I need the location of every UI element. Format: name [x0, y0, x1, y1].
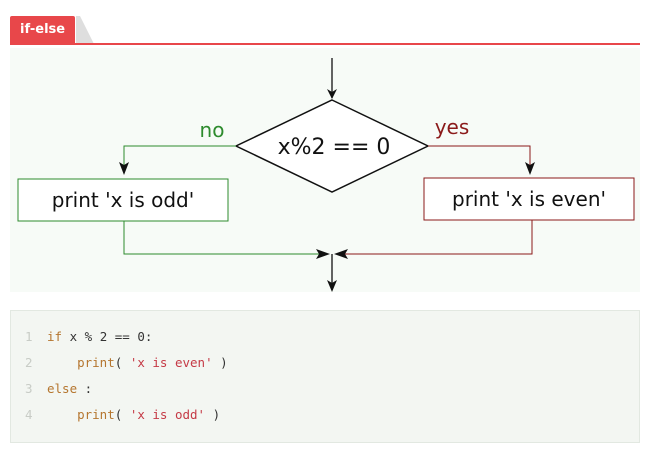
code-text: else :	[47, 379, 92, 399]
function-token: print	[77, 407, 115, 422]
even-merge-arrowhead	[334, 249, 348, 259]
tab-fold-decoration	[76, 16, 94, 44]
branch-yes-label: yes	[435, 115, 470, 139]
string-token: 'x is odd'	[129, 407, 206, 422]
no-branch-line	[123, 145, 236, 170]
yes-branch-line	[428, 145, 531, 170]
box-even	[423, 177, 635, 221]
flowchart-panel: x%2 == 0 no yes print 'x is odd' print '…	[10, 48, 640, 292]
code-line: 1 if x % 2 == 0:	[11, 327, 639, 347]
tab-if-else[interactable]: if-else	[10, 16, 76, 44]
line-number: 4	[25, 407, 33, 422]
code-text: if x % 2 == 0:	[47, 327, 152, 347]
code-block: 1 if x % 2 == 0: 2 print( 'x is even' ) …	[10, 310, 640, 443]
tab-underline	[10, 43, 640, 45]
function-token: print	[77, 355, 115, 370]
even-merge-line	[340, 220, 533, 255]
yes-branch-arrowhead	[525, 162, 535, 175]
line-number: 2	[25, 355, 33, 370]
condition-text: x%2 == 0	[278, 135, 391, 160]
code-text: print( 'x is odd' )	[47, 405, 220, 425]
plain-token: x % 2 == 0:	[62, 329, 153, 344]
plain-token: )	[205, 407, 221, 422]
no-branch-arrowhead	[119, 162, 129, 175]
exit-arrowhead	[327, 280, 337, 292]
string-token: 'x is even'	[129, 355, 213, 370]
odd-merge-line	[123, 221, 324, 255]
line-number: 3	[25, 381, 33, 396]
indent-token	[47, 355, 77, 370]
tab-bar: if-else	[10, 14, 640, 46]
code-line: 2 print( 'x is even' )	[11, 353, 639, 373]
keyword-token: else	[47, 381, 78, 396]
box-odd-text: print 'x is odd'	[52, 188, 195, 212]
indent-token	[47, 407, 77, 422]
plain-token: )	[212, 355, 228, 370]
plain-token: (	[114, 407, 130, 422]
branch-no-label: no	[200, 118, 225, 142]
odd-merge-arrowhead	[316, 249, 330, 259]
plain-token: :	[77, 381, 93, 396]
line-number: 1	[25, 329, 33, 344]
code-line: 4 print( 'x is odd' )	[11, 405, 639, 425]
code-text: print( 'x is even' )	[47, 353, 228, 373]
box-odd	[17, 178, 229, 222]
flowchart: x%2 == 0 no yes print 'x is odd' print '…	[17, 58, 635, 292]
code-line: 3 else :	[11, 379, 639, 399]
condition-diamond	[234, 99, 430, 193]
keyword-token: if	[47, 329, 63, 344]
box-even-text: print 'x is even'	[452, 187, 606, 211]
plain-token: (	[114, 355, 130, 370]
